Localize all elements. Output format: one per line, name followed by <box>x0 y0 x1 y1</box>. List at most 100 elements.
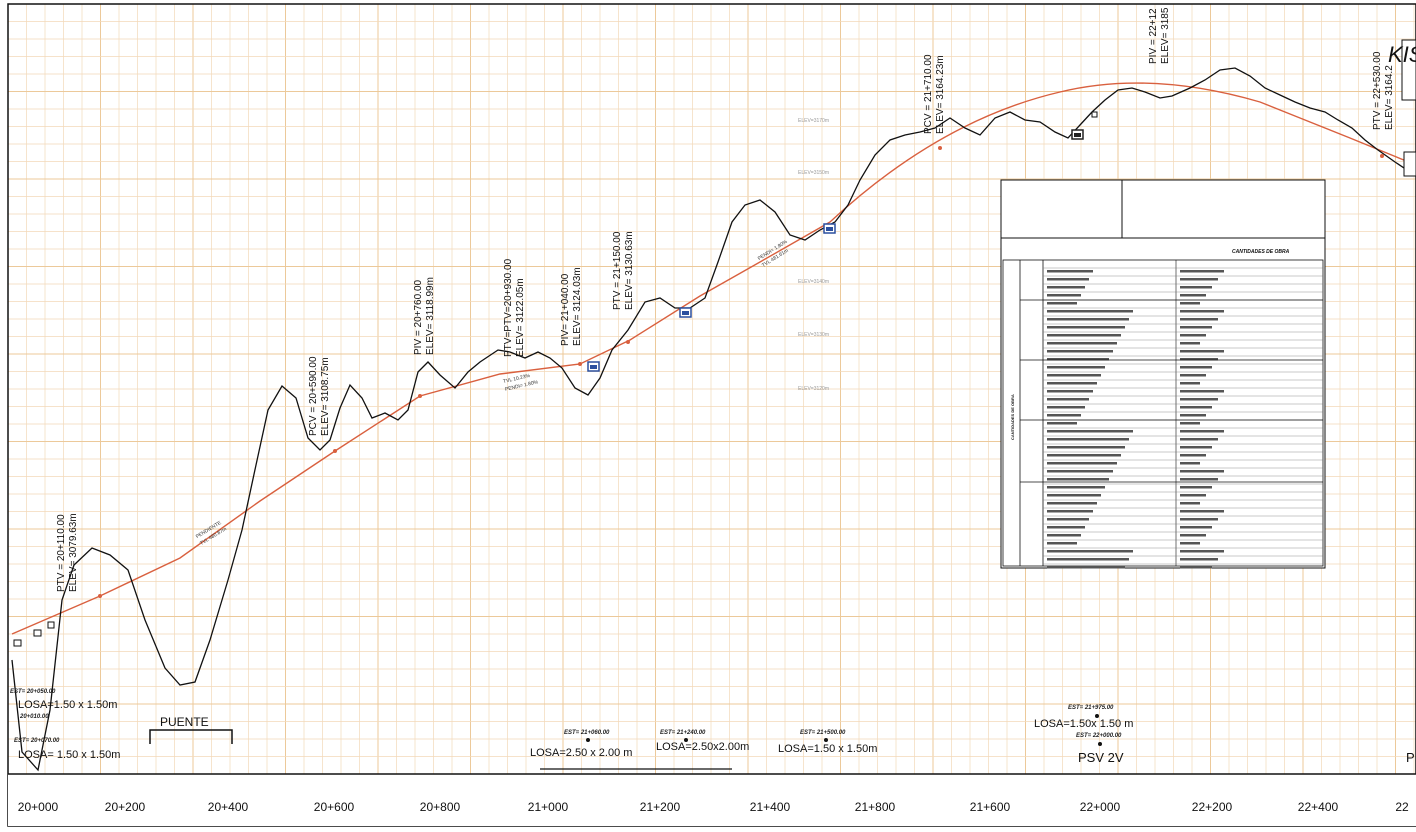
structure-station: EST= 21+500.00 <box>800 730 846 736</box>
quantities-table-cell <box>1180 302 1200 305</box>
structure-losa: LOSA=2.50 x 2.00 m <box>530 747 632 759</box>
quantities-table-cell <box>1180 366 1212 369</box>
station-label: 20+600 <box>314 800 355 814</box>
quantities-table-cell <box>1047 350 1113 353</box>
quantities-table-cell <box>1180 518 1218 521</box>
curve-point-label: ELEV= 3124.03m <box>572 267 583 346</box>
quantities-table-cell <box>1180 454 1206 457</box>
station-label: 21+000 <box>528 800 569 814</box>
quantities-table-cell <box>1047 502 1097 505</box>
quantities-table-cell <box>1047 486 1105 489</box>
quantities-table-cell <box>1180 430 1224 433</box>
bridge-marker: PUENTE <box>149 715 233 744</box>
quantities-table-cell <box>1180 446 1212 449</box>
quantities-table-cell <box>1180 286 1212 289</box>
grade-point <box>333 449 337 453</box>
quantities-table-side-label: CANTIDADES DE OBRA <box>1010 394 1015 440</box>
quantities-table-cell <box>1047 414 1081 417</box>
structure-losa: LOSA=1.50 x 1.50m <box>778 743 877 755</box>
grade-point <box>98 594 102 598</box>
quantities-table-cell <box>1180 342 1200 345</box>
curve-point-label: PCV = 20+590.00 <box>308 356 319 436</box>
quantities-table-cell <box>1047 422 1077 425</box>
grade-point <box>578 362 582 366</box>
curve-point-label: PIV = 20+760.00 <box>413 279 424 355</box>
quantities-table-cell <box>1180 398 1218 401</box>
quantities-table-cell <box>1180 462 1200 465</box>
quantities-table-cell <box>1047 566 1125 569</box>
quantities-table-cell <box>1047 550 1133 553</box>
curve-point-label: PTV=PTV=20+930.00 <box>503 258 514 357</box>
elevation-note: ELEV=3140m <box>798 279 829 285</box>
quantities-table-cell <box>1047 334 1121 337</box>
station-label: 21+200 <box>640 800 681 814</box>
grade-point <box>626 340 630 344</box>
quantities-table-rows <box>1020 267 1323 569</box>
edge-label: P <box>1406 750 1415 765</box>
station-label: 22+200 <box>1192 800 1233 814</box>
quantities-table-cell <box>1047 398 1089 401</box>
quantities-table-cell <box>1180 278 1218 281</box>
elevation-note: ELEV=3120m <box>798 386 829 392</box>
quantities-table-cell <box>1180 502 1200 505</box>
grade-point <box>1380 154 1384 158</box>
culvert-icons <box>13 111 1416 647</box>
quantities-table-cell <box>1180 350 1224 353</box>
quantities-table-cell <box>1047 430 1133 433</box>
quantities-table-cell <box>1047 470 1113 473</box>
quantities-table-cell <box>1047 302 1077 305</box>
quantities-table-cell <box>1047 494 1101 497</box>
quantities-table-cell <box>1047 526 1085 529</box>
quantities-table-cell <box>1180 326 1212 329</box>
quantities-table-cell <box>1180 294 1206 297</box>
structure-losa: LOSA= 1.50 x 1.50m <box>18 749 120 761</box>
structure-station: EST= 21+060.00 <box>564 730 610 736</box>
small-marker <box>13 639 22 647</box>
quantities-table-cell <box>1047 382 1097 385</box>
station-label: 20+000 <box>18 800 59 814</box>
curve-point-label: ELEV= 3079.63m <box>68 513 79 592</box>
quantities-table-cell <box>1047 534 1081 537</box>
station-label: 22+000 <box>1080 800 1121 814</box>
quantities-table-cell <box>1047 446 1125 449</box>
quantities-table-cell <box>1047 270 1093 273</box>
quantities-table-cell <box>1047 542 1077 545</box>
quantities-table-cell <box>1180 374 1206 377</box>
curve-point-label: PTV = 20+110.00 <box>56 514 67 592</box>
quantities-table-cell <box>1180 494 1206 497</box>
quantities-table-cell <box>1047 366 1105 369</box>
quantities-table-cell <box>1047 438 1129 441</box>
quantities-table-cell <box>1047 358 1109 361</box>
elevation-notes: ELEV=3170m ELEV=3150m ELEV=3140m ELEV=31… <box>798 118 829 392</box>
bridge-label: PUENTE <box>160 715 209 729</box>
station-label: 21+600 <box>970 800 1011 814</box>
structure-losa: PSV 2V <box>1078 750 1124 765</box>
quantities-table-cell <box>1180 422 1200 425</box>
grade-point <box>418 394 422 398</box>
quantities-table-cell <box>1047 342 1117 345</box>
structure-station: EST= 21+975.00 <box>1068 705 1114 711</box>
quantities-table-cell <box>1047 454 1121 457</box>
quantities-table-cell <box>1180 414 1206 417</box>
quantities-table-cell <box>1047 558 1129 561</box>
curve-point-label: PIV= 21+040.00 <box>560 273 571 346</box>
title-block-fragment: KIS <box>1388 39 1416 101</box>
structure-station: EST= 22+000.00 <box>1076 733 1122 739</box>
curve-point-label: ELEV= 3164.2 <box>1384 65 1395 130</box>
small-marker <box>1091 111 1098 118</box>
quantities-table-cell <box>1180 438 1218 441</box>
quantities-table-cell <box>1180 318 1218 321</box>
small-marker <box>1403 151 1416 177</box>
structure-station: EST= 20+050.00 <box>10 689 56 695</box>
quantities-table-cell <box>1047 326 1125 329</box>
quantities-table-cell <box>1047 374 1101 377</box>
quantities-table-cell <box>1180 334 1206 337</box>
curve-point-label: ELEV= 3118.99m <box>425 277 436 355</box>
curve-point-label: ELEV= 3122.05m <box>515 278 526 357</box>
curve-point-label: ELEV= 3108.75m <box>320 357 331 436</box>
small-marker <box>33 629 42 637</box>
quantities-table-cell <box>1180 310 1224 313</box>
station-label: 20+800 <box>420 800 461 814</box>
curve-point-label: PIV = 22+12 <box>1148 8 1159 64</box>
